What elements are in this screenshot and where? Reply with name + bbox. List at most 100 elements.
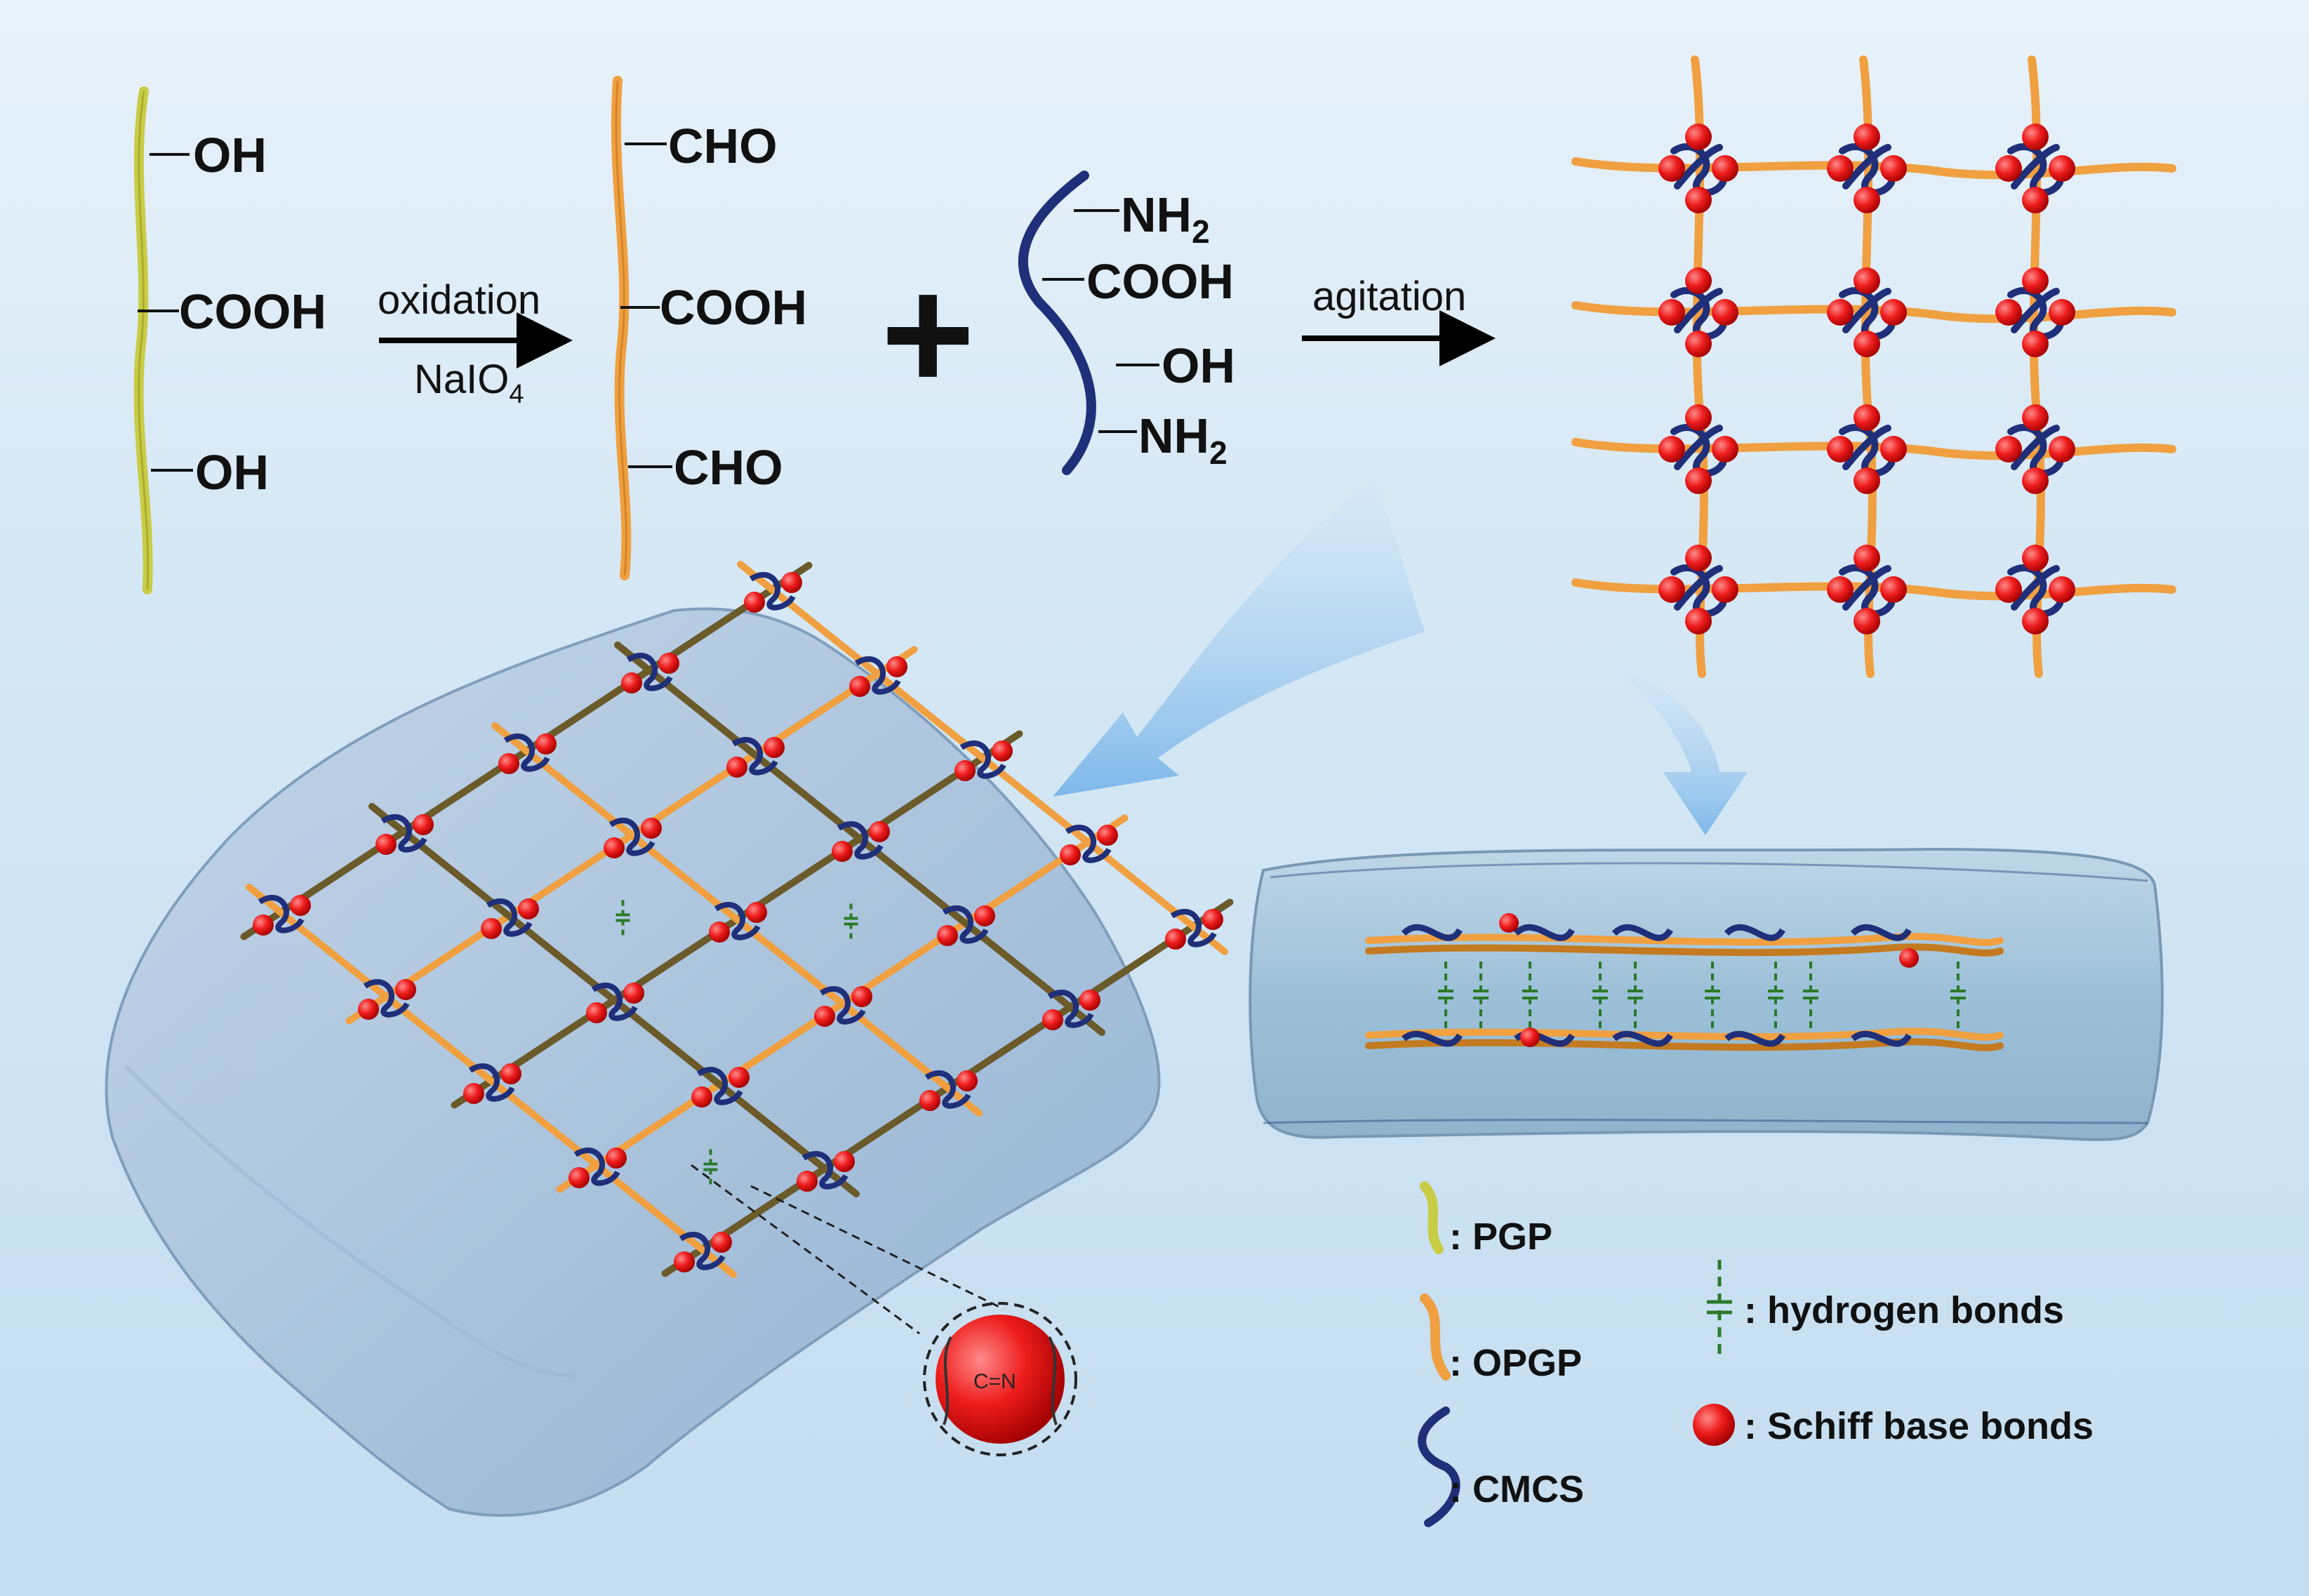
transition-arrows <box>1053 477 1748 835</box>
opgp-strand <box>1365 1028 2004 1041</box>
schiff-bond <box>919 1090 940 1111</box>
cmcs-knot <box>363 979 410 1018</box>
schiff-bond <box>1854 331 1880 357</box>
schiff-bond <box>1685 124 1712 150</box>
schiff-bond <box>1202 909 1223 930</box>
schiff-bond <box>954 760 976 781</box>
agitation-label: agitation <box>1312 274 1466 319</box>
legend-label-opgp: : OPGP <box>1449 1342 1582 1384</box>
opgp-group-cho-1: CHO <box>668 119 778 173</box>
schiff-bond <box>1165 929 1186 950</box>
schiff-bond <box>2049 576 2075 603</box>
schiff-bond <box>1827 436 1854 463</box>
cmcs-knot <box>573 1148 620 1186</box>
schiff-bond <box>498 753 519 774</box>
pgp-group-oh-1: OH <box>193 128 267 182</box>
cmcs-chain: NH2 COOH OH NH2 <box>1018 171 1235 475</box>
schiff-base-formula: C=N <box>973 1370 1016 1393</box>
cmcs-swatch <box>1418 1407 1460 1527</box>
schiff-bond <box>1499 913 1519 933</box>
opgp-strand <box>246 884 737 1278</box>
schiff-bond <box>1995 155 2022 182</box>
oxidation-label: oxidation <box>378 277 540 323</box>
schiff-bond <box>728 1067 750 1088</box>
cmcs-knot <box>837 821 884 860</box>
cmcs-knot <box>1402 1030 1463 1047</box>
schiff-bond <box>1827 576 1854 603</box>
schiff-bond <box>1685 331 1712 357</box>
legend-label-pgp: : PGP <box>1449 1216 1552 1258</box>
opgp-strand <box>1365 943 2004 957</box>
schiff-bond <box>1079 990 1100 1011</box>
schiff-bond <box>1685 467 1712 494</box>
schiff-bond <box>726 757 747 778</box>
cmcs-knot <box>1850 924 1912 941</box>
gel-slab-3d <box>105 561 1234 1517</box>
cmcs-knot <box>924 1070 971 1109</box>
plus-sign: + <box>881 244 975 424</box>
cmcs-knot <box>503 733 550 772</box>
pgp-chain: OH COOH OH <box>133 86 326 594</box>
schiff-base-zoom: C=N <box>691 1164 1077 1456</box>
schiff-bond <box>1899 948 1919 968</box>
schiff-bond <box>711 1232 732 1253</box>
schiff-bond <box>1712 436 1738 463</box>
legend-label-hydrogen: : hydrogen bonds <box>1744 1289 2064 1331</box>
schiff-bond <box>568 1167 590 1188</box>
schiff-bond <box>358 999 379 1020</box>
cmcs-knot <box>258 895 305 933</box>
schiff-bond <box>375 834 397 855</box>
schiff-bond <box>621 672 642 693</box>
schiff-bond <box>2022 404 2049 431</box>
schiff-bond <box>814 1006 835 1027</box>
schiff-bond <box>623 983 644 1004</box>
schiff-bond <box>1854 124 1880 150</box>
schiff-bond <box>604 837 625 858</box>
cmcs-knot <box>749 572 796 611</box>
schiff-bond <box>764 737 785 758</box>
legend: : PGP : OPGP : CMCS : hydrogen bonds : S… <box>1418 1181 2094 1527</box>
schiff-bond <box>1880 576 1907 603</box>
schiff-bond <box>535 733 557 754</box>
cmcs-knot <box>731 737 778 776</box>
cmcs-knot <box>714 902 761 940</box>
schiff-bond <box>1827 155 1854 182</box>
cmcs-group-oh: OH <box>1162 338 1235 393</box>
schiff-bond <box>1712 576 1738 603</box>
schiff-bond <box>1854 608 1880 634</box>
schiff-bond <box>797 1171 818 1192</box>
schiff-bond <box>641 818 662 839</box>
cmcs-group-cooh: COOH <box>1086 254 1234 309</box>
schiff-bond <box>1520 1028 1540 1047</box>
schiff-bond <box>1685 404 1712 431</box>
schiff-bond <box>1880 436 1907 463</box>
schiff-bond <box>1685 187 1712 213</box>
schiff-bond <box>851 986 872 1007</box>
opgp-strand <box>1365 933 2004 946</box>
legend-item-pgp: : PGP <box>1420 1181 1552 1258</box>
schiff-bond <box>957 1070 978 1091</box>
hydrogel-network <box>1571 55 2176 678</box>
schiff-bond <box>1685 608 1712 634</box>
schiff-bond <box>1995 299 2022 326</box>
opgp-strand <box>491 722 983 1117</box>
schiff-bond <box>1042 1009 1063 1030</box>
schiff-bond <box>586 1002 607 1023</box>
schiff-bond <box>674 1251 695 1272</box>
schiff-bond <box>1827 299 1854 326</box>
cmcs-knot <box>1724 924 1785 941</box>
schiff-bond <box>709 922 730 943</box>
cmcs-knot <box>1047 990 1094 1028</box>
cmcs-knot <box>1851 1030 1912 1047</box>
cmcs-knot <box>679 1232 726 1270</box>
schiff-bond <box>658 653 679 674</box>
cmcs-knot <box>819 986 866 1025</box>
legend-label-cmcs: : CMCS <box>1449 1468 1584 1510</box>
schiff-bond <box>290 895 311 916</box>
schiff-base-zoom-ball <box>936 1315 1065 1444</box>
cmcs-knot <box>1401 924 1463 941</box>
cmcs-group-nh2-1: NH2 <box>1121 187 1210 250</box>
gel-cross-section <box>1249 847 2164 1141</box>
schiff-bond <box>606 1148 627 1169</box>
